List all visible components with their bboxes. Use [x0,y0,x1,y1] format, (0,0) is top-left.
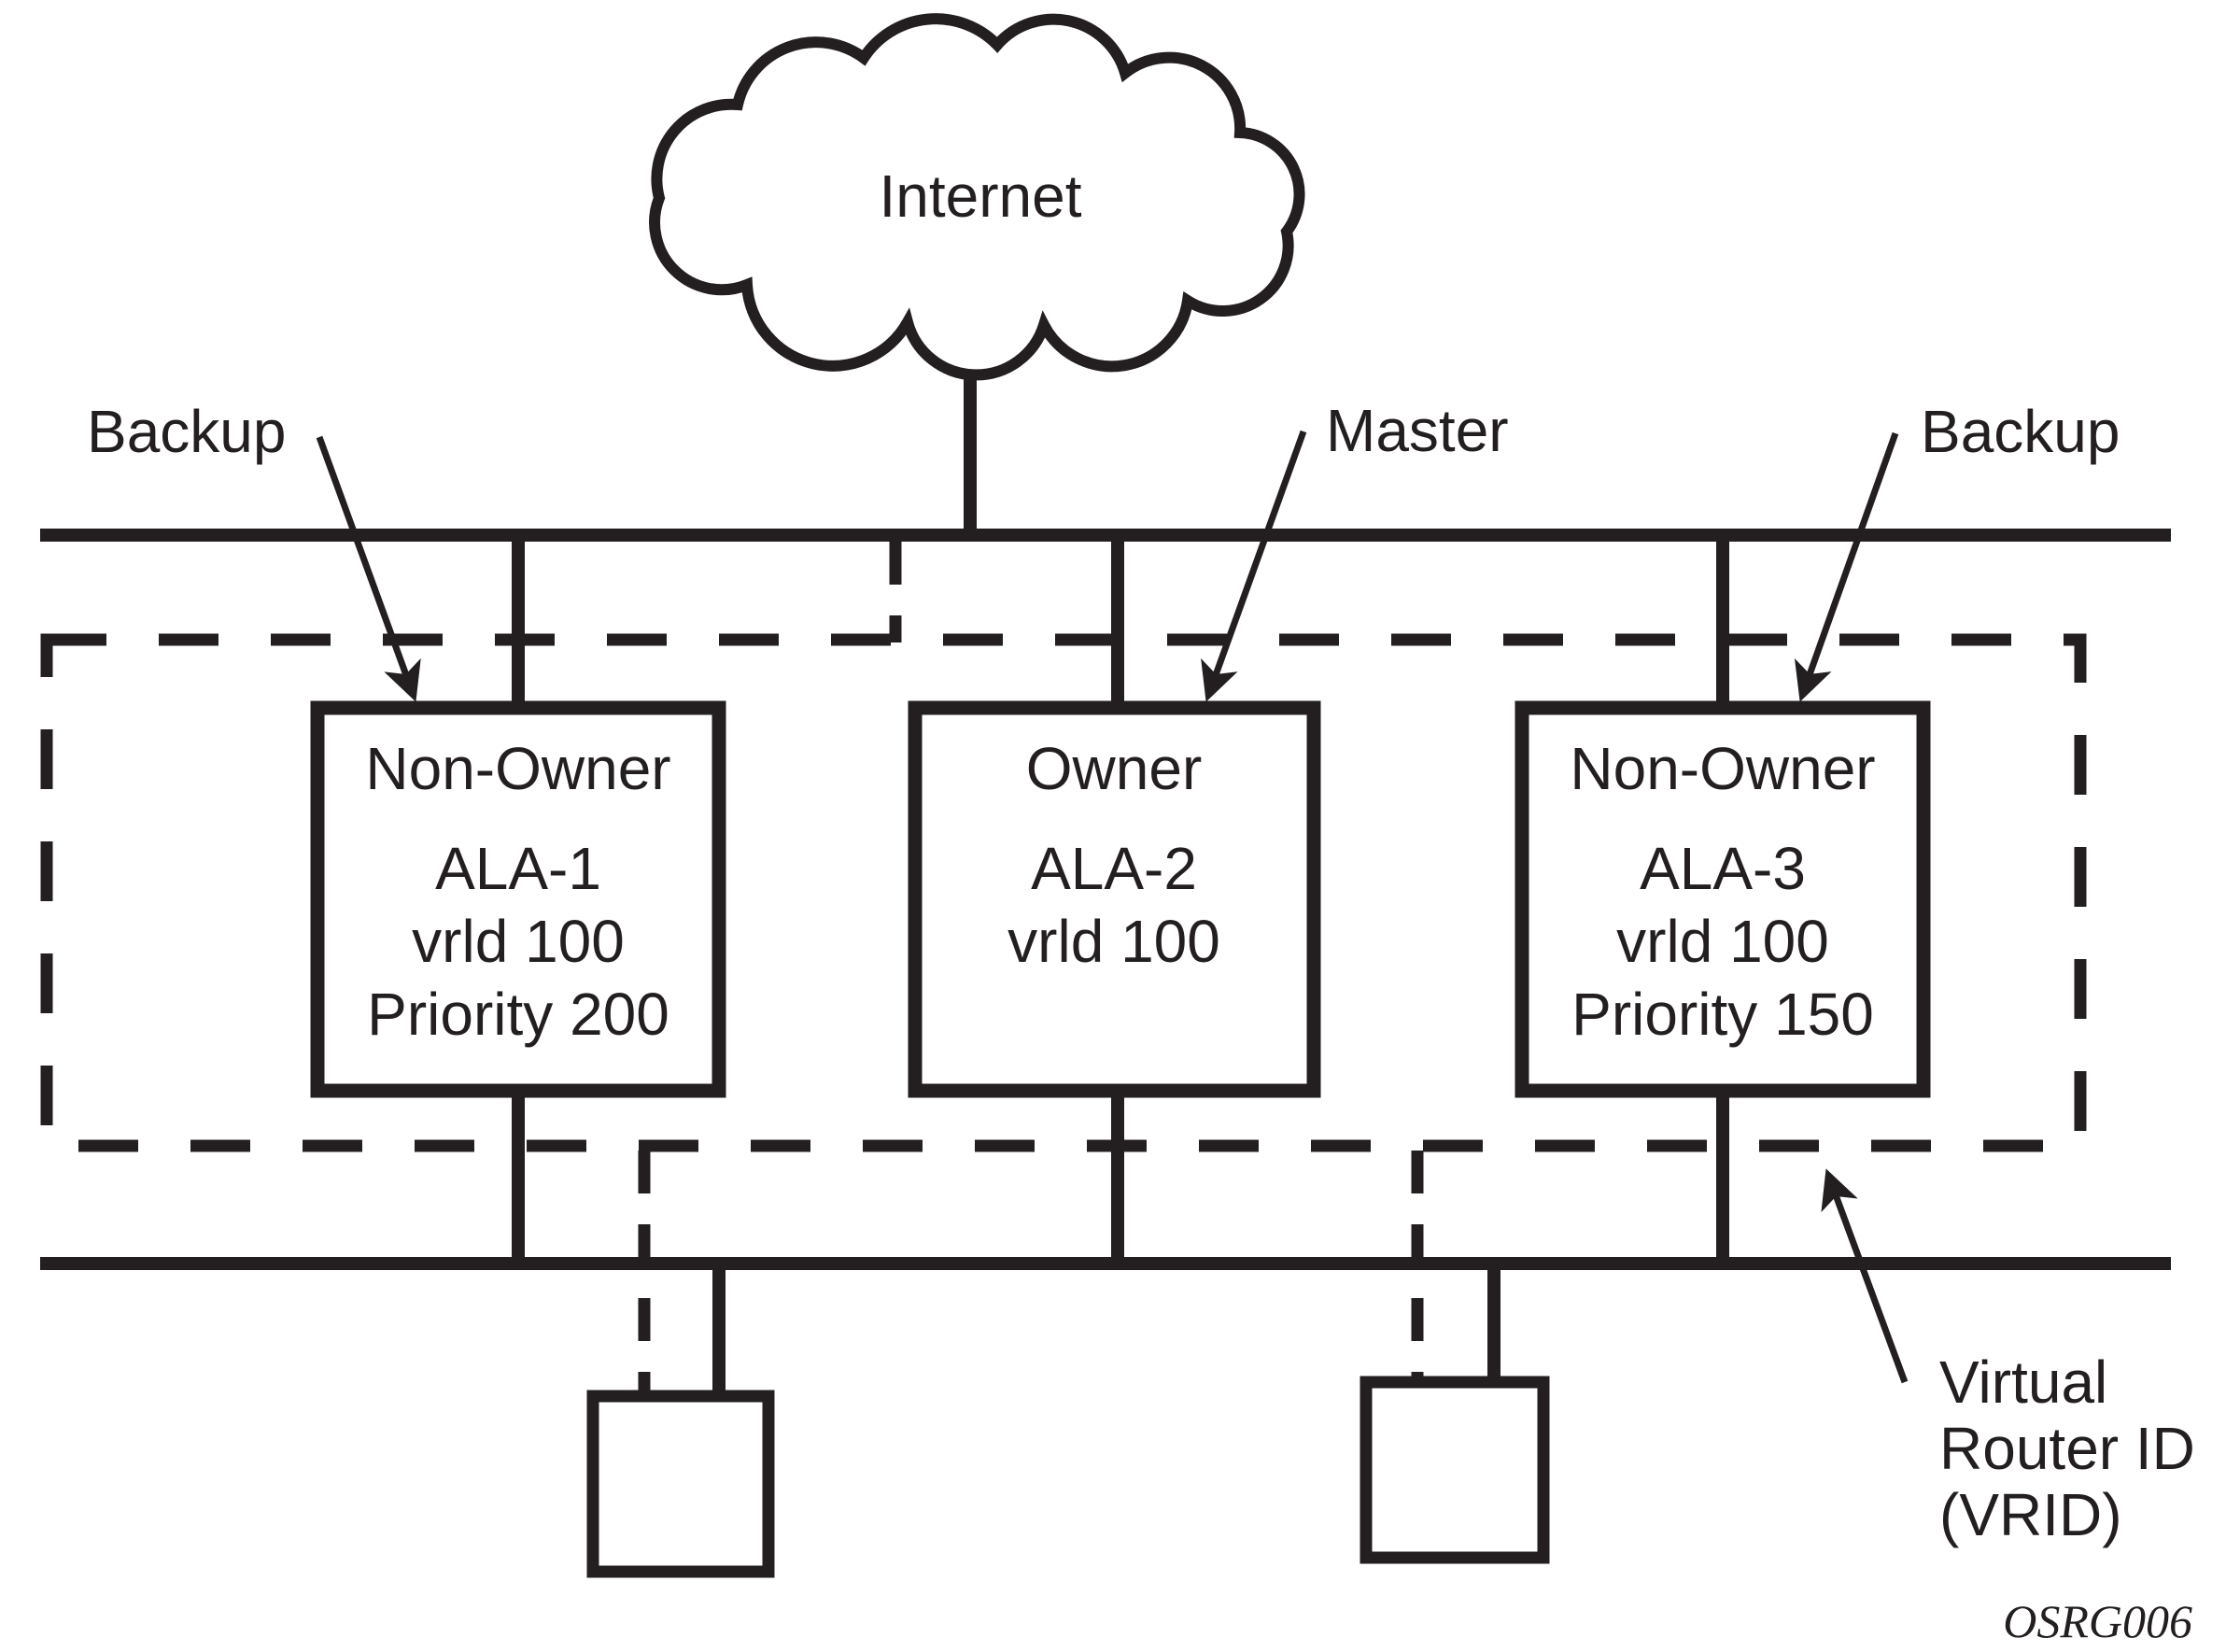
router3-priority: Priority 150 [1571,981,1874,1048]
router-box-ala1 [310,700,726,1098]
host-box-2 [1360,1376,1550,1564]
router1-vrid: vrld 100 [412,908,625,975]
backup-right-label: Backup [1921,398,2120,465]
vrid-boundary-dashed-rect [40,633,2087,1152]
host-box-1 [586,1390,775,1578]
router3-vrid: vrld 100 [1616,908,1829,975]
router2-vrid: vrld 100 [1007,908,1220,975]
figure-code: OSRG006 [2003,1595,2192,1647]
router1-role: Non-Owner [365,735,670,802]
vrid-label-line3: (VRID) [1939,1481,2122,1548]
router2-role: Owner [1026,735,1203,802]
vrid-callout-arrow [1821,1168,1909,1384]
internet-cloud [649,13,1305,381]
router1-priority: Priority 200 [367,981,669,1048]
master-label: Master [1326,397,1509,464]
router-box-ala3 [1515,700,1931,1098]
vrid-label-line1: Virtual [1939,1348,2107,1416]
router2-name: ALA-2 [1031,835,1197,902]
backup-left-label: Backup [87,398,286,465]
cloud-label: Internet [879,162,1081,230]
backup-right-arrow [1794,431,1899,702]
router-box-ala2 [908,700,1321,1098]
router3-name: ALA-3 [1640,835,1806,902]
vrid-label-line2: Router ID [1939,1415,2195,1482]
master-arrow [1201,430,1307,702]
backup-left-arrow [316,435,421,702]
router1-name: ALA-1 [435,835,601,902]
router3-role: Non-Owner [1570,735,1875,802]
